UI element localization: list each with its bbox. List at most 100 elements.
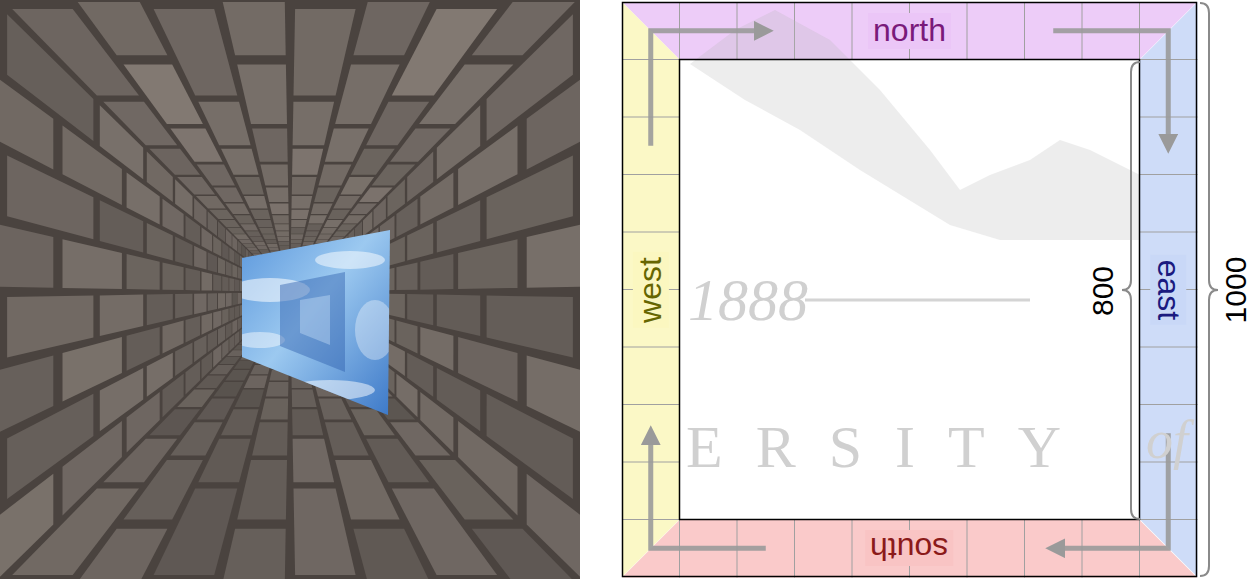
brick [194,294,206,315]
brick [259,249,270,252]
brick [225,370,250,381]
brick [350,204,377,215]
brick [235,306,239,319]
brick [293,439,335,482]
brick [213,274,221,291]
brick [267,244,278,247]
brick [292,409,323,435]
grid-line [967,520,968,578]
brick [276,231,289,236]
brick [225,204,250,215]
watermark-text: of [1146,413,1188,467]
brick [226,229,232,247]
brick [232,319,237,334]
brick [527,80,580,170]
brick [218,257,225,274]
brick [197,398,235,419]
brick [186,361,201,395]
brick [186,316,201,342]
grid-line [622,59,680,60]
band-fill [1140,2,1198,577]
brick [292,390,317,407]
brick [265,240,277,244]
brick [63,421,122,515]
tunnel-ground [0,0,580,579]
tunnel-render [0,0,580,579]
brick [311,204,333,215]
brick [250,237,264,241]
brick-walls [0,2,580,579]
brick [229,335,234,352]
grid-line [737,2,738,60]
brick [234,215,255,223]
brick [237,65,287,124]
brick [262,234,276,239]
brick [308,215,327,223]
brick [437,200,480,252]
grid-line [1140,174,1198,175]
brick [333,231,350,236]
grid-line [1139,2,1140,60]
flow-arrow [1053,31,1168,146]
brick [407,223,433,261]
brick [235,390,264,407]
brick [208,211,217,236]
compass-band: south [622,520,1197,578]
brick [235,252,239,266]
dimension-brace [1200,3,1218,576]
grid-line [679,2,680,60]
compass-band: north [622,2,1197,60]
brick [319,398,352,419]
band-fill [622,520,1197,578]
band-fill [622,2,680,577]
brick [238,241,242,255]
brick [223,529,286,579]
brick [226,261,232,276]
brick [197,165,235,186]
grid-line [794,520,795,578]
brick [229,307,234,321]
brick [127,254,160,290]
brick [229,278,234,291]
brick [291,234,303,239]
brick [222,339,228,359]
grid-line [1140,232,1198,233]
brick [0,225,53,288]
brick [388,294,405,319]
brick [259,228,274,234]
brick [100,295,143,337]
dimension-brace [1122,62,1140,519]
brick [396,374,417,418]
brick [63,239,122,289]
brick [396,262,417,290]
compass-band: west [622,2,680,577]
brick [235,331,239,346]
brick [292,177,317,194]
brick [305,231,319,236]
brick [242,245,245,258]
outer-border [623,3,1197,577]
brick [277,237,289,241]
brick [388,237,405,266]
brick [319,165,352,186]
brick [274,224,289,230]
grid-line [1140,519,1198,520]
grid-line [1140,59,1198,60]
brick [291,244,301,247]
brick [304,237,317,241]
band-fill [622,2,1197,60]
grid-line [622,347,680,348]
brick [234,361,255,369]
brick [487,156,573,240]
brick [458,239,517,289]
brick [292,149,323,175]
brick [260,398,288,419]
dimension-label: 1000 [1221,257,1251,324]
brick [222,242,228,260]
brick [269,248,279,251]
brick [396,199,417,237]
brick [244,196,268,208]
brick [227,228,245,234]
brick [324,220,343,227]
